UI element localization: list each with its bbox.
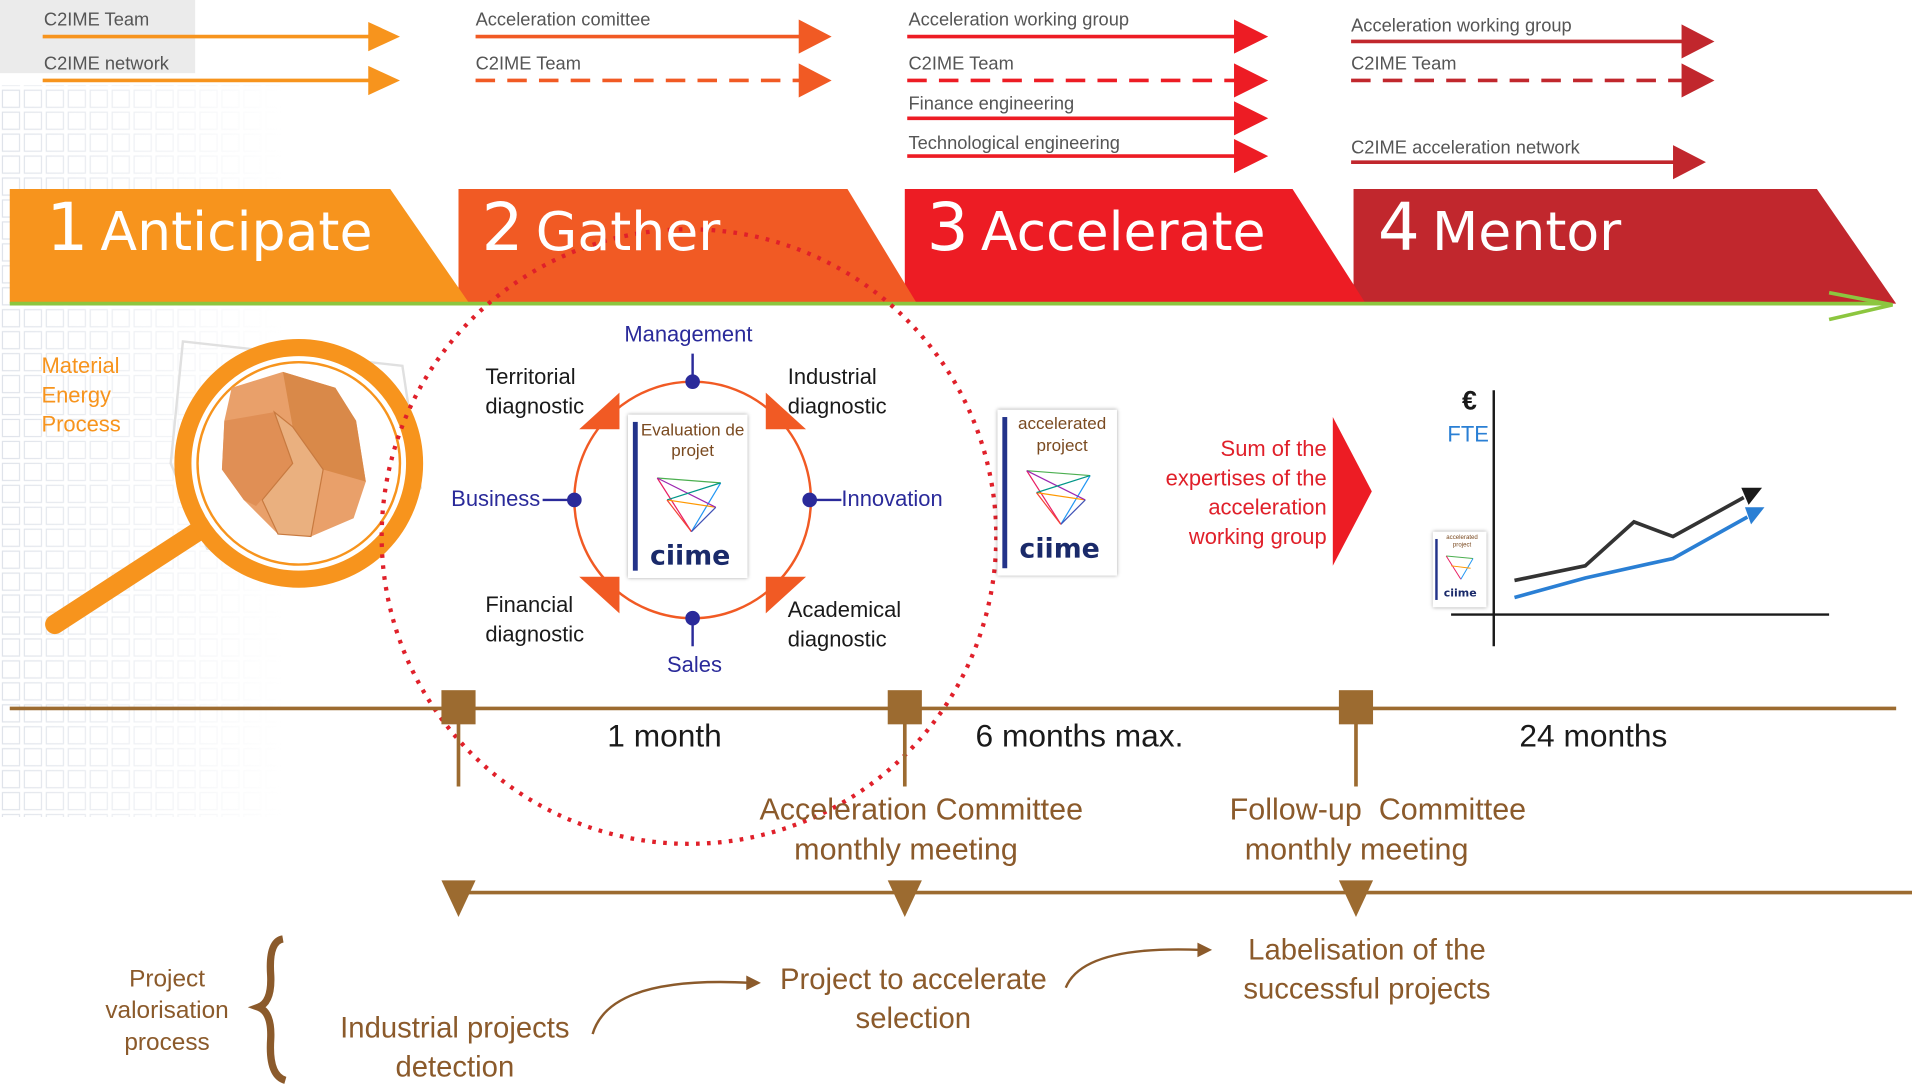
mini-card-title: accelerated project — [1446, 534, 1478, 549]
lane-arrows-anticipate — [42, 21, 400, 96]
lane-label-anticipate-team: C2IME Team — [43, 9, 150, 31]
axis-sales: Sales — [667, 652, 722, 677]
lane-label-accelerate-group: Acceleration working group — [908, 9, 1130, 31]
lane-label-mentor-team: C2IME Team — [1351, 53, 1457, 75]
phase-banner — [9, 189, 1897, 322]
anticipate-energy: Energy — [41, 382, 112, 408]
accelerated-card-title: accelerated project — [1017, 413, 1107, 455]
axis-innovation: Innovation — [841, 486, 943, 511]
step-selection: Project to accelerate selection — [779, 963, 1047, 1036]
timeline — [9, 690, 1897, 787]
axis-business: Business — [451, 486, 541, 511]
card-accent-bar — [632, 421, 638, 571]
ciime-logo: ciime — [649, 541, 731, 572]
lane-label-gather-committee: Acceleration comittee — [475, 9, 651, 31]
lane-arrows-accelerate — [907, 19, 1269, 174]
expertise-text: Sum of the expertises of the acceleratio… — [1165, 436, 1327, 549]
anticipate-material: Material — [41, 353, 120, 379]
card-accent-bar — [1002, 417, 1008, 569]
academical-diagnostic: Academical diagnostic — [787, 597, 902, 652]
duration-accelerate: 6 months max. — [975, 717, 1184, 754]
anticipate-process: Process — [41, 412, 121, 437]
expertise-arrow — [1332, 417, 1372, 566]
accelerated-card: accelerated project ciime — [997, 409, 1117, 576]
industrial-diagnostic: Industrial diagnostic — [787, 364, 887, 419]
meeting-acceleration-title: Acceleration Committee — [759, 792, 1084, 827]
lane-arrows-gather — [475, 19, 832, 98]
lane-arrows-mentor — [1351, 24, 1715, 180]
step-labelisation: Labelisation of the successful projects — [1243, 934, 1491, 1007]
mini-accelerated-card: accelerated project ciime — [1432, 531, 1487, 608]
evaluation-card: Evaluation de projet ciime — [627, 414, 748, 578]
duration-mentor: 24 months — [1519, 717, 1668, 754]
meeting-followup-title: Follow-up Committee — [1229, 792, 1527, 827]
process-line — [247, 880, 1912, 1084]
lane-label-accelerate-team: C2IME Team — [908, 53, 1014, 75]
chart-euro-label: € — [1462, 385, 1477, 416]
lane-label-accelerate-tech: Technological engineering — [908, 132, 1120, 154]
lane-label-mentor-network: C2IME acceleration network — [1351, 137, 1580, 159]
network-graph-icon — [656, 477, 722, 533]
duration-gather: 1 month — [607, 717, 722, 754]
process-label: Project valorisation process — [105, 965, 229, 1057]
ciime-logo: ciime — [1019, 534, 1100, 565]
lane-label-accelerate-finance: Finance engineering — [908, 93, 1075, 115]
ciime-logo: ciime — [1443, 587, 1477, 600]
axis-management: Management — [624, 321, 753, 347]
financial-diagnostic: Financial diagnostic — [485, 592, 585, 647]
chart-fte-label: FTE — [1447, 421, 1489, 447]
evaluation-card-title: Evaluation de projet — [640, 419, 745, 460]
magnifier-icon — [45, 338, 424, 635]
lane-label-gather-team: C2IME Team — [475, 53, 581, 75]
meeting-followup-sub: monthly meeting — [1244, 832, 1469, 867]
lane-label-mentor-group: Acceleration working group — [1351, 15, 1572, 37]
network-graph-icon — [1445, 555, 1474, 580]
step-detection: Industrial projects detection — [340, 1012, 570, 1085]
network-graph-icon — [1026, 470, 1091, 525]
card-accent-bar — [1435, 538, 1438, 600]
territorial-diagnostic: Territorial diagnostic — [485, 364, 585, 419]
lane-label-anticipate-network: C2IME network — [43, 53, 169, 75]
meeting-acceleration-sub: monthly meeting — [794, 832, 1018, 867]
mentor-chart — [1451, 390, 1830, 647]
